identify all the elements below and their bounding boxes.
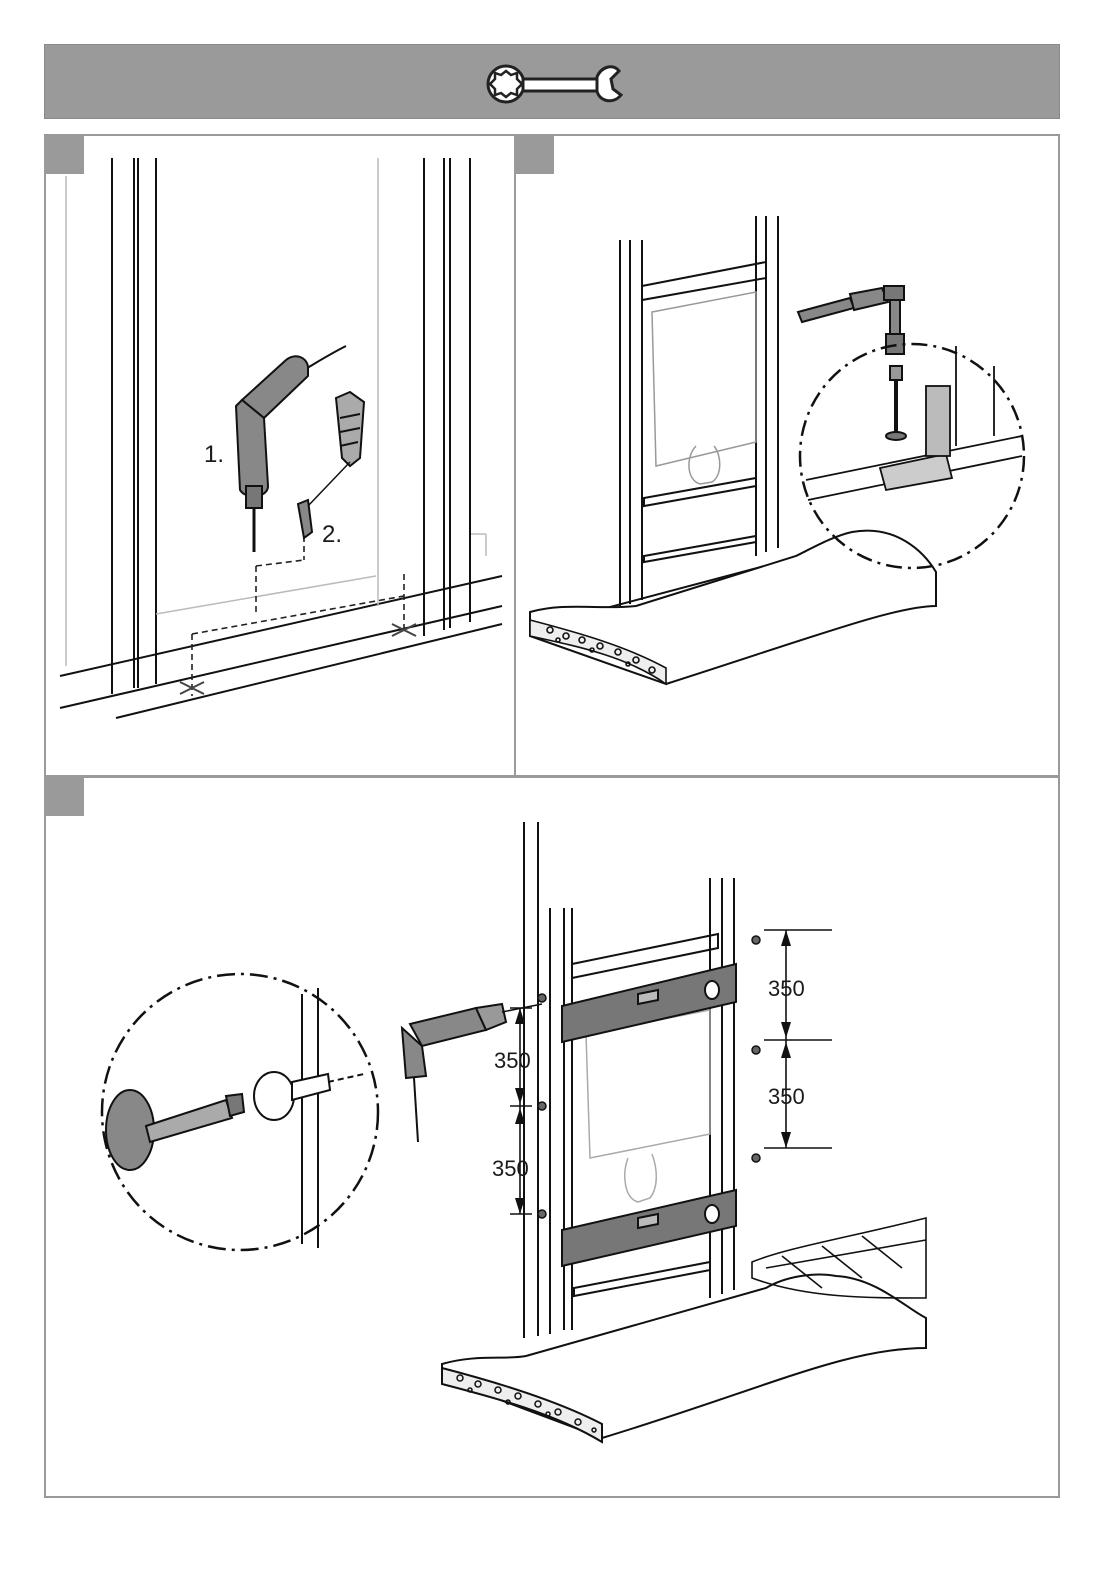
step-label-insert-dowel: 2. (322, 521, 342, 548)
dimension-label: 350 (494, 1048, 531, 1073)
section-header (44, 44, 1060, 119)
step-panel-bolt-foot (514, 134, 1060, 777)
bolt-foot-illustration (516, 136, 1060, 777)
dimension-label: 350 (492, 1156, 529, 1181)
dimension-label: 350 (768, 1084, 805, 1109)
step-panel-fix-frame: 350 350 350 350 (44, 776, 1060, 1498)
step-panel-drill: 1. 2. (44, 134, 516, 777)
fix-frame-illustration: 350 350 350 350 (46, 778, 1060, 1498)
step-label-drill: 1. (204, 441, 224, 468)
dimension-label: 350 (768, 976, 805, 1001)
wrench-icon (45, 45, 1061, 120)
drill-dowel-illustration: 1. 2. (46, 136, 516, 777)
